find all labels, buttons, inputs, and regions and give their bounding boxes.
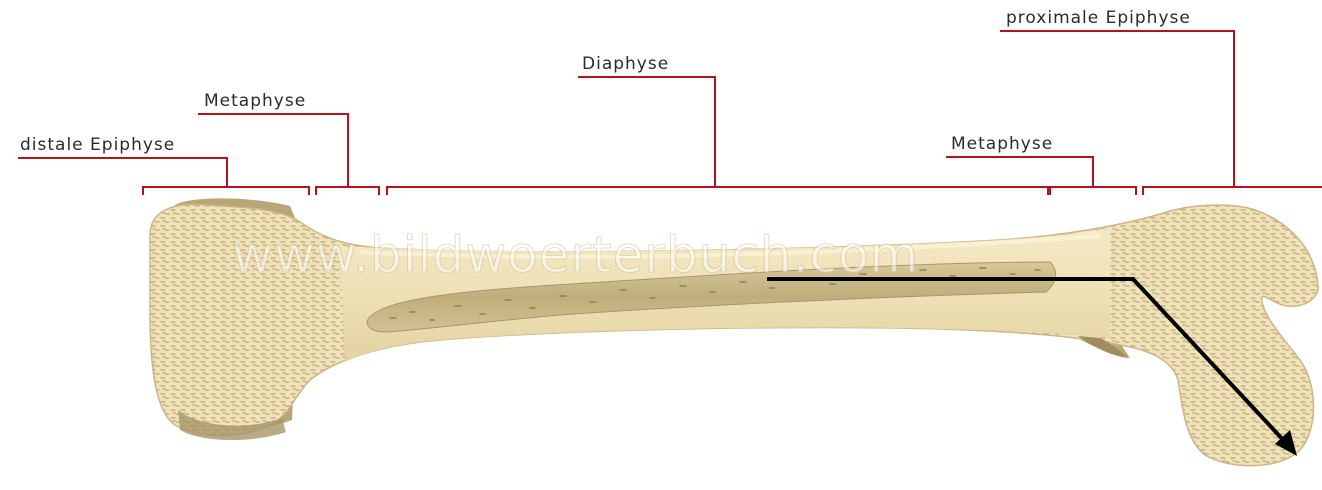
bracket-proximal-epiphysis — [1143, 187, 1322, 195]
bracket-metaphysis-right — [1050, 187, 1136, 195]
label-proximal-epiphysis: proximale Epiphyse — [1006, 8, 1191, 28]
watermark: www.bildwoerterbuch.com — [232, 226, 919, 284]
leader-distal-epiphysis — [18, 158, 227, 187]
bracket-distal-epiphysis — [143, 187, 309, 195]
label-distal-epiphysis: distale Epiphyse — [20, 135, 175, 155]
leader-lines — [18, 31, 1322, 195]
leader-proximal-epiphysis — [1000, 31, 1234, 187]
label-diaphysis: Diaphyse — [582, 54, 669, 74]
leader-metaphysis-right — [946, 157, 1093, 187]
label-metaphysis-right: Metaphyse — [951, 134, 1053, 154]
bracket-diaphysis — [387, 187, 1048, 195]
label-metaphysis-left: Metaphyse — [204, 91, 306, 111]
bracket-metaphysis-left — [316, 187, 379, 195]
leader-diaphysis — [578, 77, 715, 187]
leader-metaphysis-left — [198, 114, 348, 187]
